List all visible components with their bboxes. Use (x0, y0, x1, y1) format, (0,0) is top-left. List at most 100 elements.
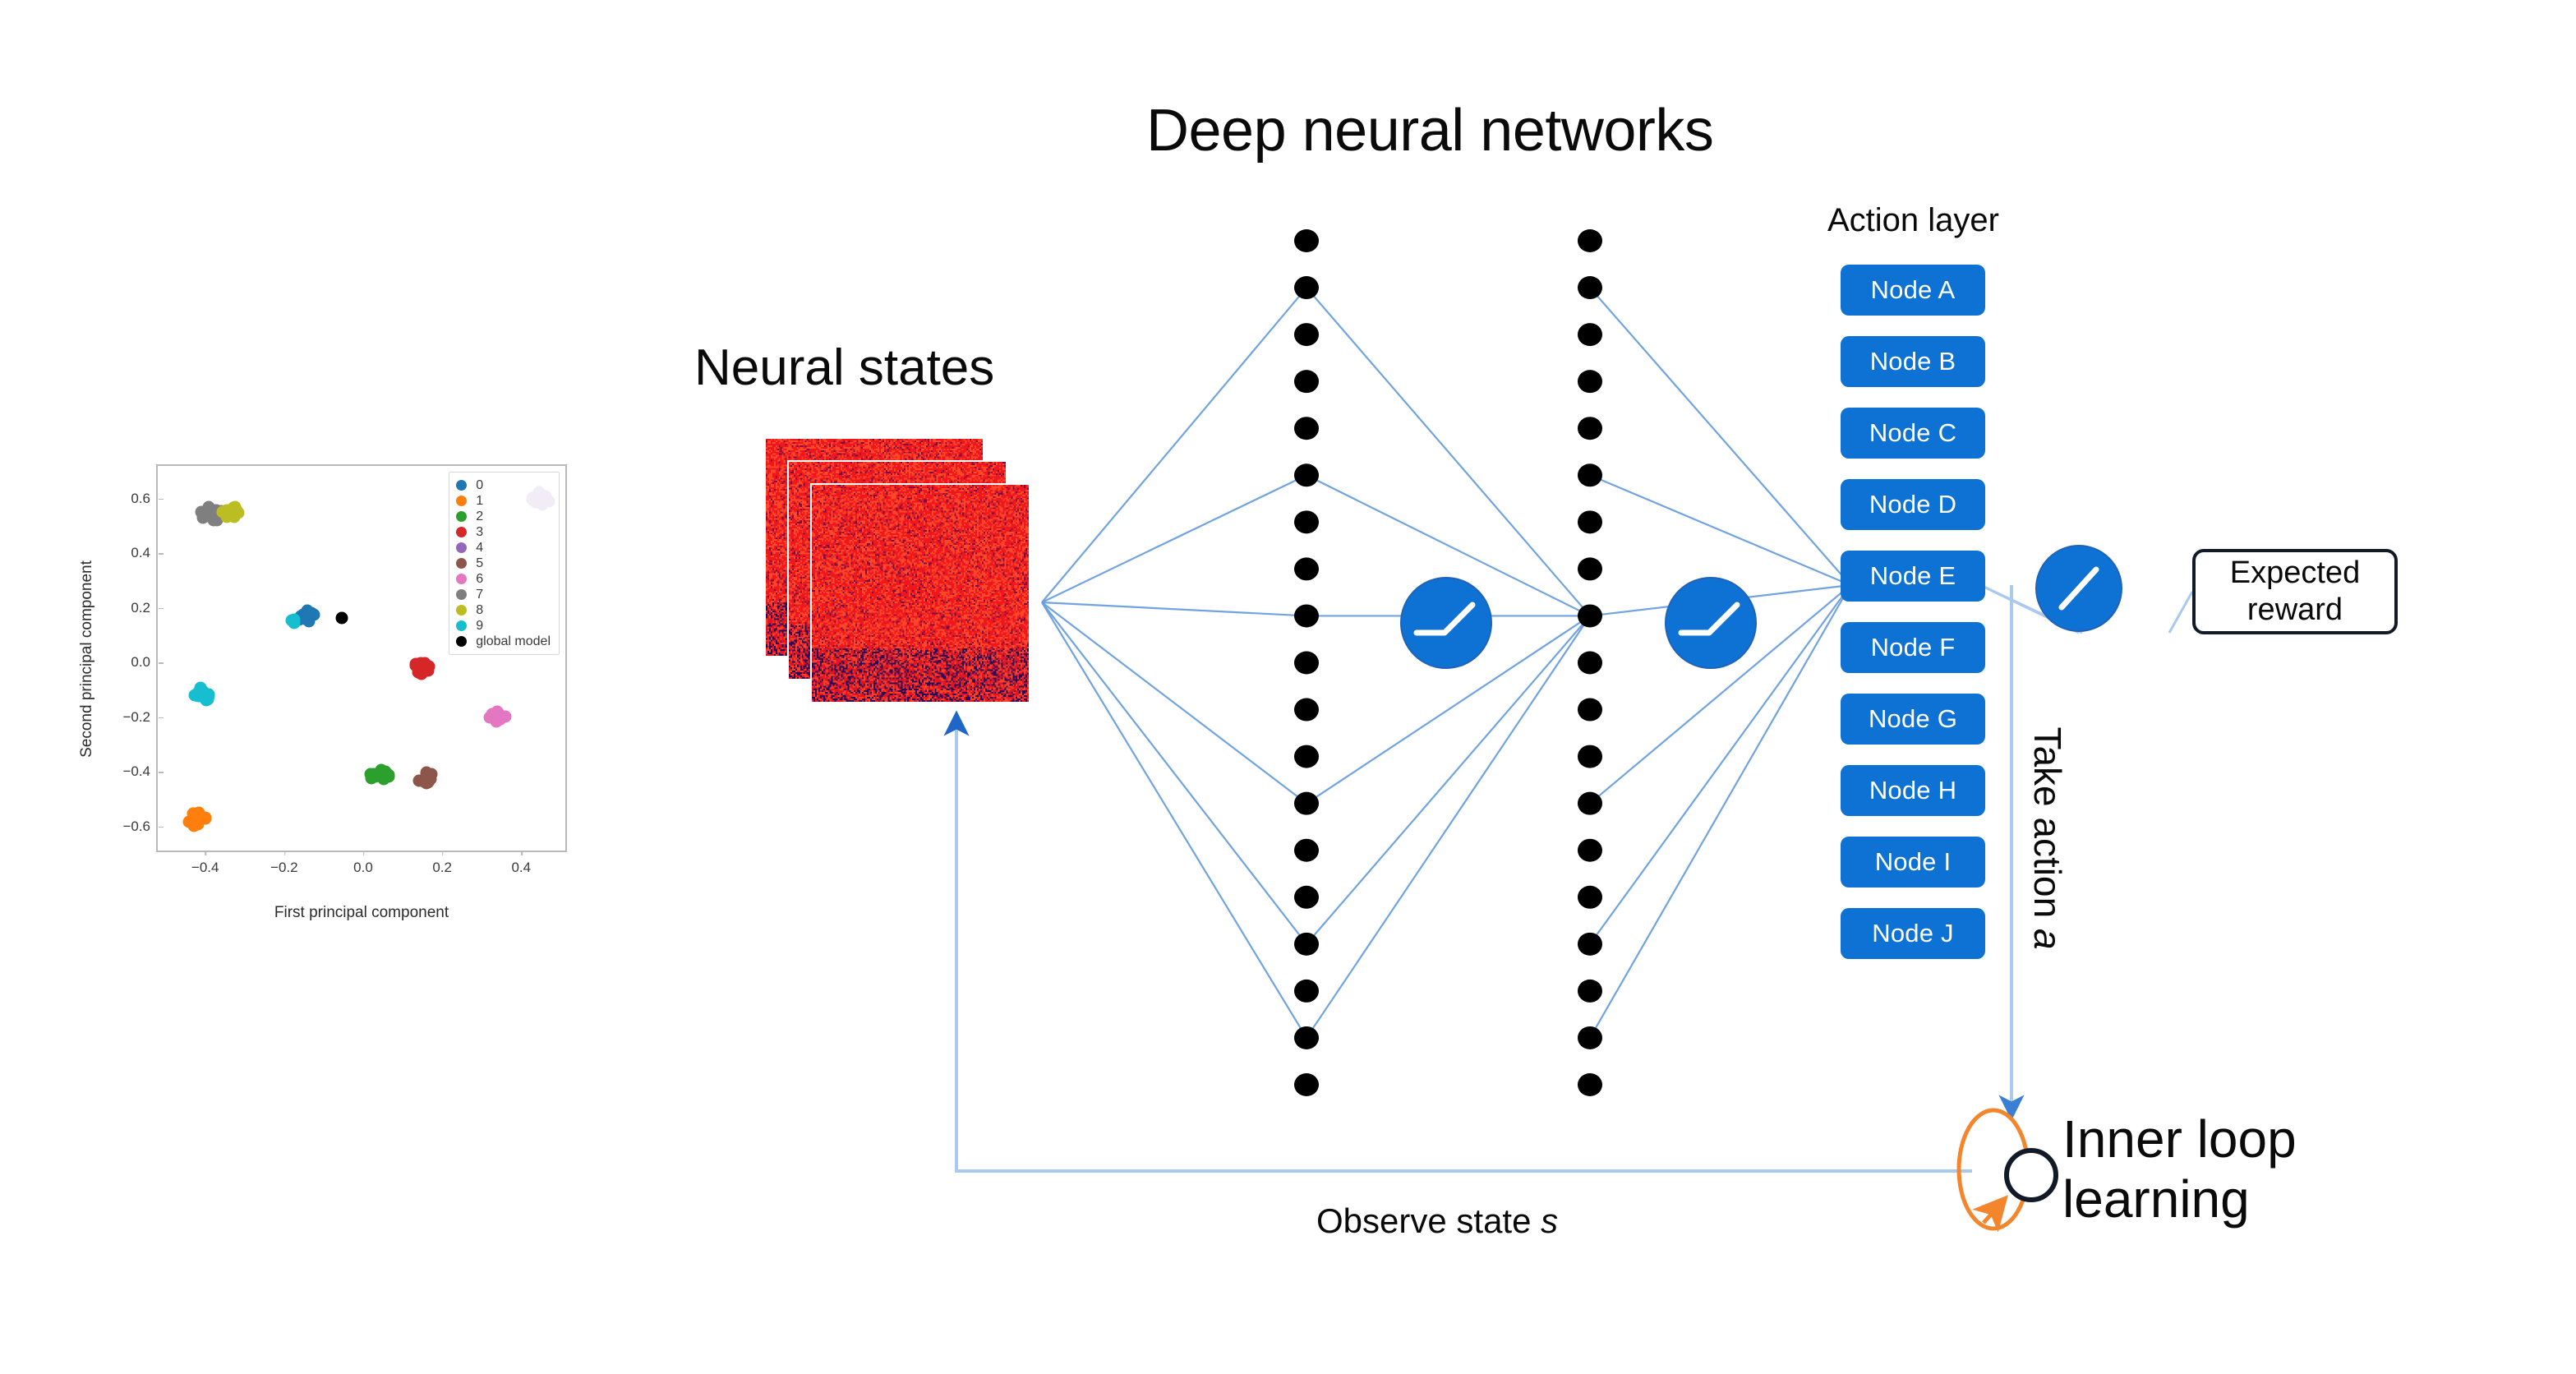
hidden-node (1578, 651, 1602, 675)
hidden-node (1294, 979, 1319, 1003)
network-edge (1589, 474, 1851, 587)
action-node-node-a[interactable]: Node A (1841, 265, 1985, 316)
scatter-point (301, 604, 314, 617)
hidden-node (1294, 276, 1319, 300)
network-edge (1306, 615, 1591, 1039)
flow-arrow (943, 710, 1972, 1173)
network-edge (1041, 601, 1307, 617)
hidden-node (1294, 510, 1319, 534)
hidden-node (1294, 791, 1319, 815)
hidden-node (1578, 276, 1602, 300)
scatter-point (225, 508, 238, 521)
legend-swatch-icon (456, 636, 468, 647)
hidden-node (1294, 745, 1319, 768)
hidden-node (1578, 557, 1602, 581)
hidden-node (1578, 510, 1602, 534)
hidden-node (1294, 229, 1319, 252)
flow-arrow (2168, 591, 2194, 634)
hidden-node (1294, 838, 1319, 862)
action-node-label: Node J (1872, 919, 1954, 948)
hidden-node (1578, 838, 1602, 862)
y-tick-label: −0.6 (122, 818, 164, 835)
hidden-node (1578, 745, 1602, 768)
hidden-node (1578, 463, 1602, 487)
action-node-node-j[interactable]: Node J (1841, 908, 1985, 959)
hidden-node (1294, 417, 1319, 440)
scatter-point (187, 813, 200, 826)
hidden-node (1578, 229, 1602, 252)
hidden-node (1294, 932, 1319, 956)
y-tick-label: 0.0 (131, 654, 164, 671)
network-edge (1041, 474, 1307, 603)
legend-label: 0 (476, 477, 484, 492)
inner-loop-icon (1956, 1108, 2058, 1233)
legend-swatch-icon (456, 558, 468, 569)
legend-label: 7 (476, 587, 484, 602)
hidden-node (1294, 557, 1319, 581)
hidden-node (1578, 698, 1602, 722)
legend-label: 4 (476, 540, 484, 555)
network-edge (1306, 287, 1591, 617)
legend-item: global model (456, 634, 551, 649)
relu-activation-icon-2 (1665, 577, 1757, 669)
legend-swatch-icon (456, 574, 468, 584)
flow-arrows (943, 583, 2194, 1173)
observe-state-text: Observe state (1316, 1201, 1541, 1240)
scatter-point (412, 666, 425, 679)
take-action-text: Take action (2026, 726, 2069, 929)
legend-item: 9 (456, 618, 551, 634)
scatter-point (194, 681, 207, 694)
legend-label: 6 (476, 571, 484, 586)
legend-swatch-icon (456, 542, 468, 553)
hidden-node (1294, 698, 1319, 722)
y-tick-label: −0.4 (122, 763, 164, 780)
scatter-point (369, 770, 382, 783)
legend-label: 2 (476, 509, 484, 523)
neural-state-card (810, 483, 1030, 703)
network-edge (1041, 602, 1307, 805)
legend-item: 4 (456, 540, 551, 556)
y-tick-label: 0.4 (131, 545, 164, 561)
network-edge (1589, 287, 1851, 586)
scatter-point (288, 616, 301, 629)
action-node-node-e[interactable]: Node E (1841, 551, 1985, 602)
action-node-node-b[interactable]: Node B (1841, 336, 1985, 387)
action-node-label: Node A (1870, 275, 1956, 304)
hidden-node (1578, 370, 1602, 394)
legend-item: 2 (456, 509, 551, 524)
action-node-node-g[interactable]: Node G (1841, 694, 1985, 745)
y-tick-label: 0.2 (131, 600, 164, 616)
legend-swatch-icon (456, 511, 468, 522)
legend-item: 5 (456, 556, 551, 571)
page-title-deep-neural-networks: Deep neural networks (1146, 98, 1714, 164)
hidden-node (1294, 651, 1319, 675)
legend-swatch-icon (456, 620, 468, 631)
legend-swatch-icon (456, 480, 468, 491)
legend-label: 3 (476, 524, 484, 539)
pca-scatter-plot: Second principal component First princip… (78, 444, 674, 953)
label-action-layer: Action layer (1827, 202, 1999, 238)
action-node-node-h[interactable]: Node H (1841, 765, 1985, 816)
hidden-node (1578, 979, 1602, 1003)
x-tick-label: 0.4 (511, 851, 531, 876)
y-axis-label: Second principal component (78, 560, 95, 758)
inner-loop-learning-label: Inner loop learning (2062, 1109, 2297, 1229)
action-node-node-d[interactable]: Node D (1841, 479, 1985, 530)
observe-state-symbol: s (1541, 1201, 1559, 1240)
legend-swatch-icon (456, 589, 468, 600)
action-node-node-c[interactable]: Node C (1841, 408, 1985, 459)
hidden-node (1578, 417, 1602, 440)
action-node-label: Node G (1868, 704, 1958, 733)
legend-item: 0 (456, 477, 551, 493)
scatter-point (422, 660, 435, 673)
action-node-node-f[interactable]: Node F (1841, 622, 1985, 673)
take-action-label: Take action a (2025, 726, 2070, 949)
hidden-node (1578, 1073, 1602, 1096)
legend-label: 8 (476, 602, 484, 617)
action-node-node-i[interactable]: Node I (1841, 837, 1985, 888)
